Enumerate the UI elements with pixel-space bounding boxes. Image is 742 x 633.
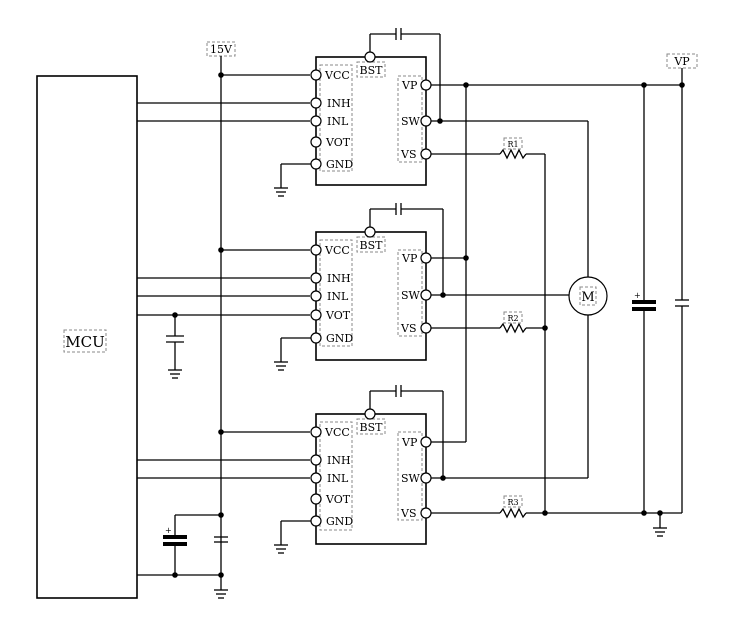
mcu-supply-capacitors: + bbox=[137, 512, 228, 599]
supply-15v-rail bbox=[218, 56, 310, 578]
supply-vp-label: VP bbox=[673, 55, 690, 68]
mcu-label-frame bbox=[63, 329, 107, 353]
svg-text:BST: BST bbox=[360, 239, 384, 252]
phase-lines bbox=[431, 120, 589, 479]
svg-text:VOT: VOT bbox=[325, 309, 351, 322]
driver-3: BST VCC INH INL VOT GND VP SW VS bbox=[274, 385, 446, 554]
svg-text:GND: GND bbox=[326, 515, 353, 528]
svg-text:VCC: VCC bbox=[324, 69, 350, 82]
r1-frame bbox=[503, 137, 523, 150]
supply-vp-frame bbox=[666, 53, 698, 69]
r1-label: R1 bbox=[507, 140, 518, 149]
supply-15v-label: 15V bbox=[210, 43, 233, 56]
r2-label: R2 bbox=[507, 314, 518, 323]
svg-text:INL: INL bbox=[327, 472, 349, 485]
svg-text:GND: GND bbox=[326, 158, 353, 171]
svg-text:VP: VP bbox=[401, 436, 418, 449]
svg-text:VCC: VCC bbox=[324, 244, 350, 257]
svg-text:SW: SW bbox=[401, 289, 421, 302]
mcu-signal-lines bbox=[137, 102, 310, 479]
motor bbox=[568, 276, 608, 316]
svg-text:BST: BST bbox=[360, 64, 384, 77]
mcu-label: MCU bbox=[65, 333, 104, 351]
svg-text:BST: BST bbox=[360, 421, 384, 434]
svg-text:VCC: VCC bbox=[324, 426, 350, 439]
svg-text:+: + bbox=[165, 526, 172, 535]
svg-text:VOT: VOT bbox=[325, 136, 351, 149]
mcu-block bbox=[36, 75, 138, 599]
vot-capacitor bbox=[166, 315, 184, 379]
svg-text:INL: INL bbox=[327, 115, 349, 128]
svg-text:VS: VS bbox=[400, 322, 416, 335]
svg-text:+: + bbox=[634, 291, 641, 300]
vp-rail bbox=[431, 82, 685, 443]
svg-text:VS: VS bbox=[400, 148, 416, 161]
svg-text:VS: VS bbox=[400, 507, 416, 520]
motor-label: M bbox=[581, 290, 594, 305]
r2-frame bbox=[503, 311, 523, 324]
motor-label-frame bbox=[579, 286, 597, 306]
svg-text:VOT: VOT bbox=[325, 493, 351, 506]
svg-text:INH: INH bbox=[327, 454, 351, 467]
svg-text:SW: SW bbox=[401, 115, 421, 128]
svg-text:VP: VP bbox=[401, 79, 418, 92]
svg-text:SW: SW bbox=[401, 472, 421, 485]
sense-resistors bbox=[431, 148, 682, 537]
r3-frame bbox=[503, 495, 523, 508]
svg-text:INL: INL bbox=[327, 290, 349, 303]
svg-text:INH: INH bbox=[327, 272, 351, 285]
driver-2: BST VCC INH INL VOT GND VP SW VS bbox=[274, 203, 446, 371]
svg-text:GND: GND bbox=[326, 332, 353, 345]
bulk-capacitors: + bbox=[632, 85, 689, 513]
driver-1: BST VCC INH INL VOT GND VP SW VS bbox=[274, 28, 443, 197]
svg-text:VP: VP bbox=[401, 252, 418, 265]
svg-text:INH: INH bbox=[327, 97, 351, 110]
r3-label: R3 bbox=[507, 498, 518, 507]
